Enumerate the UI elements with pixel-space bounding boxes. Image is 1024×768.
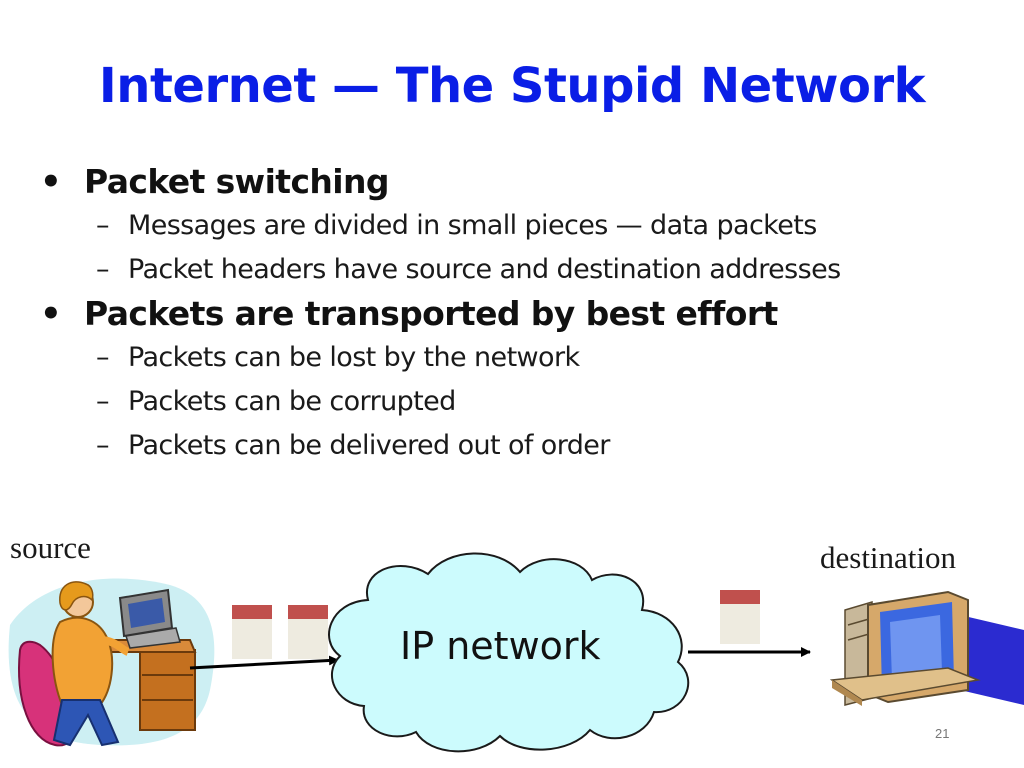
data-packet-icon — [720, 590, 760, 644]
sub-bullet-item: –Packet headers have source and destinat… — [40, 248, 1000, 292]
bullet-text: Packet switching — [84, 162, 390, 201]
sub-bullet-item: –Packets can be delivered out of order — [40, 424, 1000, 468]
arrow-to-network — [189, 655, 339, 670]
dash-icon: – — [96, 342, 110, 373]
bullet-dot-icon: • — [40, 294, 62, 334]
sub-bullet-text: Messages are divided in small pieces — d… — [128, 210, 817, 241]
data-packet-icon — [232, 605, 272, 659]
bullet-item: • Packets are transported by best effort — [40, 292, 1000, 336]
dash-icon: – — [96, 210, 110, 241]
destination-label: destination — [820, 540, 957, 575]
packet-header — [232, 605, 272, 619]
sub-bullet-item: –Packets can be lost by the network — [40, 336, 1000, 380]
source-label: source — [10, 530, 91, 565]
dash-icon: – — [96, 254, 110, 285]
cloud-shape — [328, 552, 690, 753]
sub-bullet-item: –Messages are divided in small pieces — … — [40, 204, 1000, 248]
sub-bullet-item: –Packets can be corrupted — [40, 380, 1000, 424]
dash-icon: – — [96, 430, 110, 461]
packet-header — [720, 590, 760, 604]
person-at-computer-icon — [8, 578, 215, 747]
packet-header — [288, 605, 328, 619]
data-packet-icon — [288, 605, 328, 659]
page-number: 21 — [935, 726, 950, 741]
sub-bullet-text: Packet headers have source and destinati… — [128, 254, 841, 285]
sub-bullet-text: Packets can be delivered out of order — [128, 430, 610, 461]
sub-bullet-text: Packets can be corrupted — [128, 386, 456, 417]
sub-bullet-text: Packets can be lost by the network — [128, 342, 580, 373]
bullet-item: • Packet switching — [40, 160, 1000, 204]
bullet-dot-icon: • — [40, 162, 62, 202]
bullet-list: •Packet switching –Messages are divided … — [40, 160, 1000, 468]
slide-title: Internet — The Stupid Network — [98, 58, 926, 114]
bullet-text: Packets are transported by best effort — [84, 294, 778, 333]
dash-icon: – — [96, 386, 110, 417]
network-label: IP network — [400, 624, 601, 668]
desktop-computer-icon — [829, 590, 1024, 706]
